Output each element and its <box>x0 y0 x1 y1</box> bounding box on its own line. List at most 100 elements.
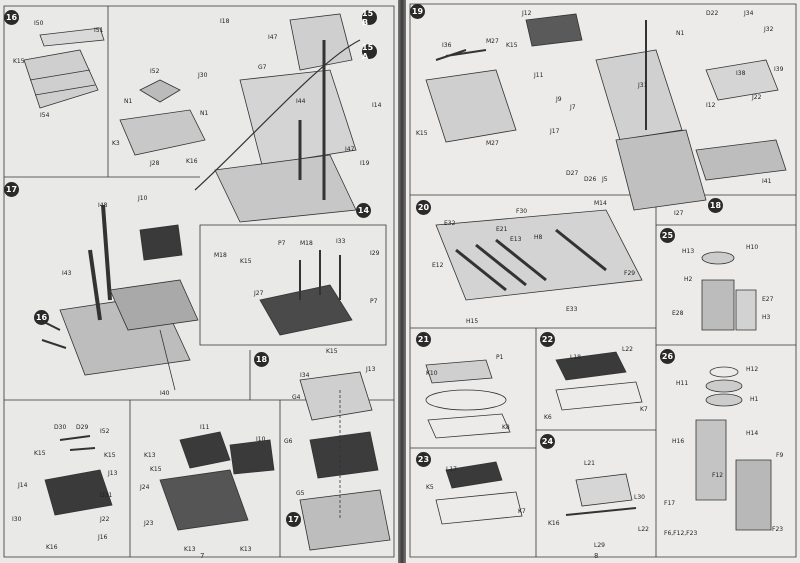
part-label: E28 <box>672 310 684 317</box>
right-page-number: 8 <box>594 552 599 560</box>
step-15a-badge: 15 A <box>362 43 377 61</box>
part-label: J32 <box>764 26 774 33</box>
step-24-number: 24 <box>540 434 555 449</box>
part-label: I30 <box>12 516 22 523</box>
part-label: H8 <box>534 234 543 241</box>
step-20-number: 20 <box>416 200 431 215</box>
part-label: K15 <box>506 42 518 49</box>
part-label: J5 <box>602 176 608 183</box>
part-label: I29 <box>370 250 380 257</box>
part-label: K6 <box>544 414 552 421</box>
part-label: F6,F12,F23 <box>664 530 698 537</box>
part-label: I33 <box>336 238 346 245</box>
step-22-number: 22 <box>540 332 555 347</box>
part-label: E33 <box>566 306 578 313</box>
left-page-drawings <box>3 5 395 558</box>
step-17-reference-badge: 17 <box>286 512 301 527</box>
part-label: K16 <box>46 544 58 551</box>
part-label: F23 <box>772 526 784 533</box>
part-label: H15 <box>466 318 479 325</box>
part-label: I48 <box>98 202 108 209</box>
part-label: I12 <box>706 102 716 109</box>
part-label: M18 <box>300 240 313 247</box>
part-label: I19 <box>360 160 370 167</box>
part-label: J7 <box>570 104 576 111</box>
part-label: I43 <box>62 270 72 277</box>
part-label: E12 <box>432 262 444 269</box>
part-label: M18 <box>214 252 227 259</box>
part-label: H1 <box>750 396 759 403</box>
part-label: I52 <box>150 68 160 75</box>
part-label: K13 <box>184 546 196 553</box>
part-label: I39 <box>774 66 784 73</box>
part-label: G5 <box>296 490 305 497</box>
part-label: F17 <box>664 500 676 507</box>
left-page-number: 7 <box>200 552 205 560</box>
part-label: J28 <box>150 160 160 167</box>
step-26-number: 26 <box>660 349 675 364</box>
part-label: K15 <box>326 348 338 355</box>
part-label: J17 <box>550 128 560 135</box>
part-label: D22 <box>706 10 719 17</box>
part-label: D29 <box>76 424 89 431</box>
step-21-number: 21 <box>416 332 431 347</box>
part-label: I40 <box>160 390 170 397</box>
part-label: L22 <box>638 526 649 533</box>
part-label: H14 <box>746 430 759 437</box>
part-label: N1 <box>124 98 133 105</box>
part-label: E13 <box>510 236 522 243</box>
part-label: D26 <box>584 176 597 183</box>
part-label: J12 <box>522 10 532 17</box>
part-label: I34 <box>300 372 310 379</box>
part-label: D31 <box>100 492 113 499</box>
part-label: J22 <box>100 516 110 523</box>
part-label: P7 <box>278 240 286 247</box>
part-label: I51 <box>94 27 104 34</box>
part-label: I44 <box>296 98 306 105</box>
step-17-number: 17 <box>4 182 19 197</box>
part-label: K13 <box>144 452 156 459</box>
step-25-number: 25 <box>660 228 675 243</box>
part-label: K15 <box>240 258 252 265</box>
step-19-number: 19 <box>410 4 425 19</box>
part-label: K10 <box>426 370 438 377</box>
part-label: I47 <box>268 34 278 41</box>
part-label: I41 <box>762 178 772 185</box>
part-label: H16 <box>672 438 685 445</box>
step-18-number: 18 <box>254 352 269 367</box>
part-label: I36 <box>442 42 452 49</box>
part-label: K5 <box>426 484 434 491</box>
part-label: I52 <box>100 428 110 435</box>
part-label: J22 <box>752 94 762 101</box>
part-label: G4 <box>292 394 301 401</box>
part-label: I54 <box>40 112 50 119</box>
part-label: K15 <box>13 58 25 65</box>
part-label: M27 <box>486 38 499 45</box>
part-label: K15 <box>34 450 46 457</box>
part-label: J10 <box>138 195 148 202</box>
part-label: F9 <box>776 452 784 459</box>
step-18-reference-badge: 18 <box>708 198 723 213</box>
part-label: K15 <box>104 452 116 459</box>
part-label: I18 <box>220 18 230 25</box>
part-label: F12 <box>712 472 724 479</box>
part-label: N1 <box>200 110 209 117</box>
step-14-badge: 14 <box>356 203 371 218</box>
part-label: P7 <box>370 298 378 305</box>
step-16-number: 16 <box>4 10 19 25</box>
part-label: J14 <box>18 482 28 489</box>
part-label: J27 <box>254 290 264 297</box>
step-15b-badge: 15 B <box>362 9 377 27</box>
step-16-reference-badge: 16 <box>34 310 49 325</box>
part-label: H2 <box>684 276 693 283</box>
part-label: J24 <box>140 484 150 491</box>
part-label: I27 <box>674 210 684 217</box>
part-label: H12 <box>746 366 759 373</box>
part-label: J16 <box>98 534 108 541</box>
part-label: M14 <box>594 200 607 207</box>
part-label: J13 <box>108 470 118 477</box>
part-label: G6 <box>284 438 293 445</box>
part-label: F30 <box>516 208 528 215</box>
part-label: H11 <box>676 380 689 387</box>
part-label: G7 <box>258 64 267 71</box>
